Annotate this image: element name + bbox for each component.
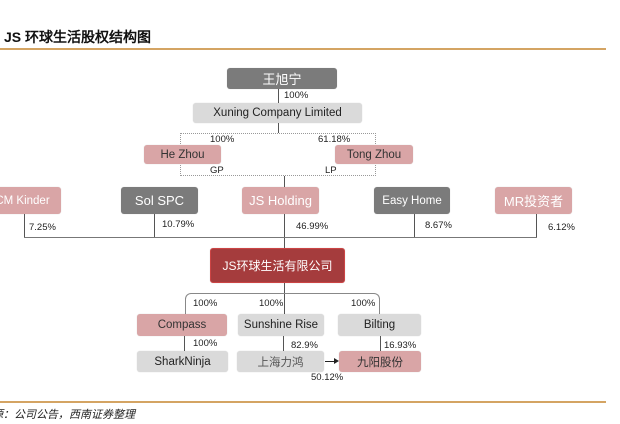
subsidiary-bracket bbox=[185, 293, 380, 315]
connector bbox=[278, 89, 279, 103]
connector bbox=[24, 237, 537, 238]
node-joyoung: 九阳股份 bbox=[339, 351, 421, 372]
pct-cm-kinder: 7.25% bbox=[29, 222, 56, 233]
node-sharkninja: SharkNinja bbox=[137, 351, 228, 372]
node-js-global-lifestyle: JS环球生活有限公司 bbox=[210, 248, 345, 283]
connector bbox=[24, 214, 25, 237]
label-gp: GP bbox=[210, 165, 224, 176]
connector bbox=[278, 123, 279, 133]
pct-sunshine: 100% bbox=[259, 298, 284, 309]
pct-tongzhou: 61.18% bbox=[318, 134, 351, 145]
node-tongzhou: Tong Zhou bbox=[335, 145, 413, 164]
header-divider bbox=[0, 48, 606, 50]
connector bbox=[414, 214, 415, 237]
node-sol-spc: Sol SPC bbox=[121, 187, 198, 214]
node-mr-investor: MR投资者 bbox=[495, 187, 572, 214]
node-sunshine-rise: Sunshine Rise bbox=[238, 314, 324, 336]
footer-divider bbox=[0, 401, 606, 403]
pct-shanghai-joyoung: 50.12% bbox=[311, 372, 344, 383]
pct-sharkninja: 100% bbox=[193, 338, 218, 349]
pct-sol-spc: 10.79% bbox=[162, 219, 195, 230]
node-hezhou: He Zhou bbox=[144, 145, 221, 164]
node-compass: Compass bbox=[137, 314, 227, 336]
connector bbox=[283, 336, 284, 351]
connector bbox=[284, 283, 285, 314]
pct-bilting: 100% bbox=[351, 298, 376, 309]
node-easy-home: Easy Home bbox=[374, 187, 450, 214]
connector bbox=[284, 214, 285, 248]
arrow-head-icon bbox=[334, 358, 339, 364]
page-title: JS 环球生活股权结构图 bbox=[4, 29, 152, 45]
node-xuning: Xuning Company Limited bbox=[193, 103, 362, 123]
connector bbox=[184, 336, 185, 351]
arrow-line bbox=[325, 361, 335, 362]
node-js-holding: JS Holding bbox=[242, 187, 319, 214]
pct-bilting-joyoung: 16.93% bbox=[384, 340, 417, 351]
pct-shanghai-lihong: 82.9% bbox=[291, 340, 318, 351]
source-note: 源：公司公告，西南证券整理 bbox=[0, 409, 135, 421]
node-shanghai-lihong: 上海力鸿 bbox=[237, 351, 324, 372]
connector bbox=[380, 336, 381, 351]
pct-easy-home: 8.67% bbox=[425, 220, 452, 231]
pct-mr-investor: 6.12% bbox=[548, 222, 575, 233]
node-bilting: Bilting bbox=[338, 314, 421, 336]
connector bbox=[284, 176, 285, 187]
label-lp: LP bbox=[325, 165, 337, 176]
connector bbox=[536, 214, 537, 237]
node-wang-xuning: 王旭宁 bbox=[227, 68, 337, 89]
connector bbox=[154, 214, 155, 237]
pct-wang-xuning: 100% bbox=[284, 90, 309, 101]
pct-js-holding: 46.99% bbox=[296, 221, 329, 232]
pct-compass: 100% bbox=[193, 298, 218, 309]
node-cm-kinder: CM Kinder bbox=[0, 187, 61, 214]
pct-hezhou: 100% bbox=[210, 134, 235, 145]
